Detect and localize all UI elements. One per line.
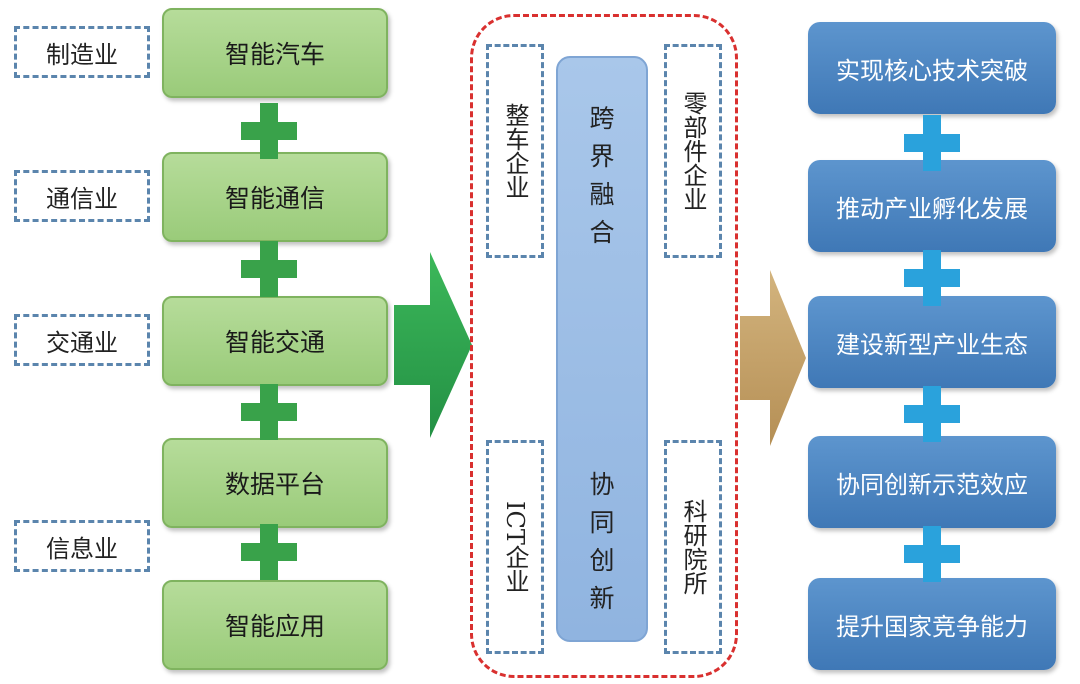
participant-label: 科研院所 — [679, 499, 707, 595]
cross-industry-frame — [470, 14, 738, 678]
industry-label-transportation: 交通业 — [14, 314, 150, 366]
industry-label-communications: 通信业 — [14, 170, 150, 222]
smart-item-box: 智能汽车 — [162, 8, 388, 98]
participant-vehicle-makers: 整车企业 — [486, 44, 544, 258]
participant-label: 整车企业 — [501, 103, 529, 199]
smart-item-box: 智能交通 — [162, 296, 388, 386]
plus-icon — [241, 384, 297, 440]
participant-label: ICT企业 — [501, 501, 529, 593]
industry-label-information: 信息业 — [14, 520, 150, 572]
plus-icon — [904, 526, 960, 582]
integration-pillar — [556, 56, 648, 642]
smart-item-box: 智能通信 — [162, 152, 388, 242]
outcome-box: 协同创新示范效应 — [808, 436, 1056, 528]
plus-icon — [904, 386, 960, 442]
pillar-bottom-text: 协同创新 — [589, 470, 615, 613]
outcome-box: 建设新型产业生态 — [808, 296, 1056, 388]
plus-icon — [241, 241, 297, 297]
smart-item-box: 智能应用 — [162, 580, 388, 670]
industry-label-manufacturing: 制造业 — [14, 26, 150, 78]
plus-icon — [241, 524, 297, 580]
arrow-right-icon — [394, 252, 472, 438]
smart-item-box: 数据平台 — [162, 438, 388, 528]
outcome-box: 实现核心技术突破 — [808, 22, 1056, 114]
plus-icon — [904, 250, 960, 306]
outcome-box: 提升国家竞争能力 — [808, 578, 1056, 670]
participant-label: 零部件企业 — [679, 91, 707, 211]
outcome-box: 推动产业孵化发展 — [808, 160, 1056, 252]
plus-icon — [241, 103, 297, 159]
participant-parts-makers: 零部件企业 — [664, 44, 722, 258]
arrow-right-icon — [740, 270, 806, 446]
participant-ict-companies: ICT企业 — [486, 440, 544, 654]
pillar-top-text: 跨界融合 — [589, 104, 615, 247]
participant-research-institutes: 科研院所 — [664, 440, 722, 654]
plus-icon — [904, 115, 960, 171]
